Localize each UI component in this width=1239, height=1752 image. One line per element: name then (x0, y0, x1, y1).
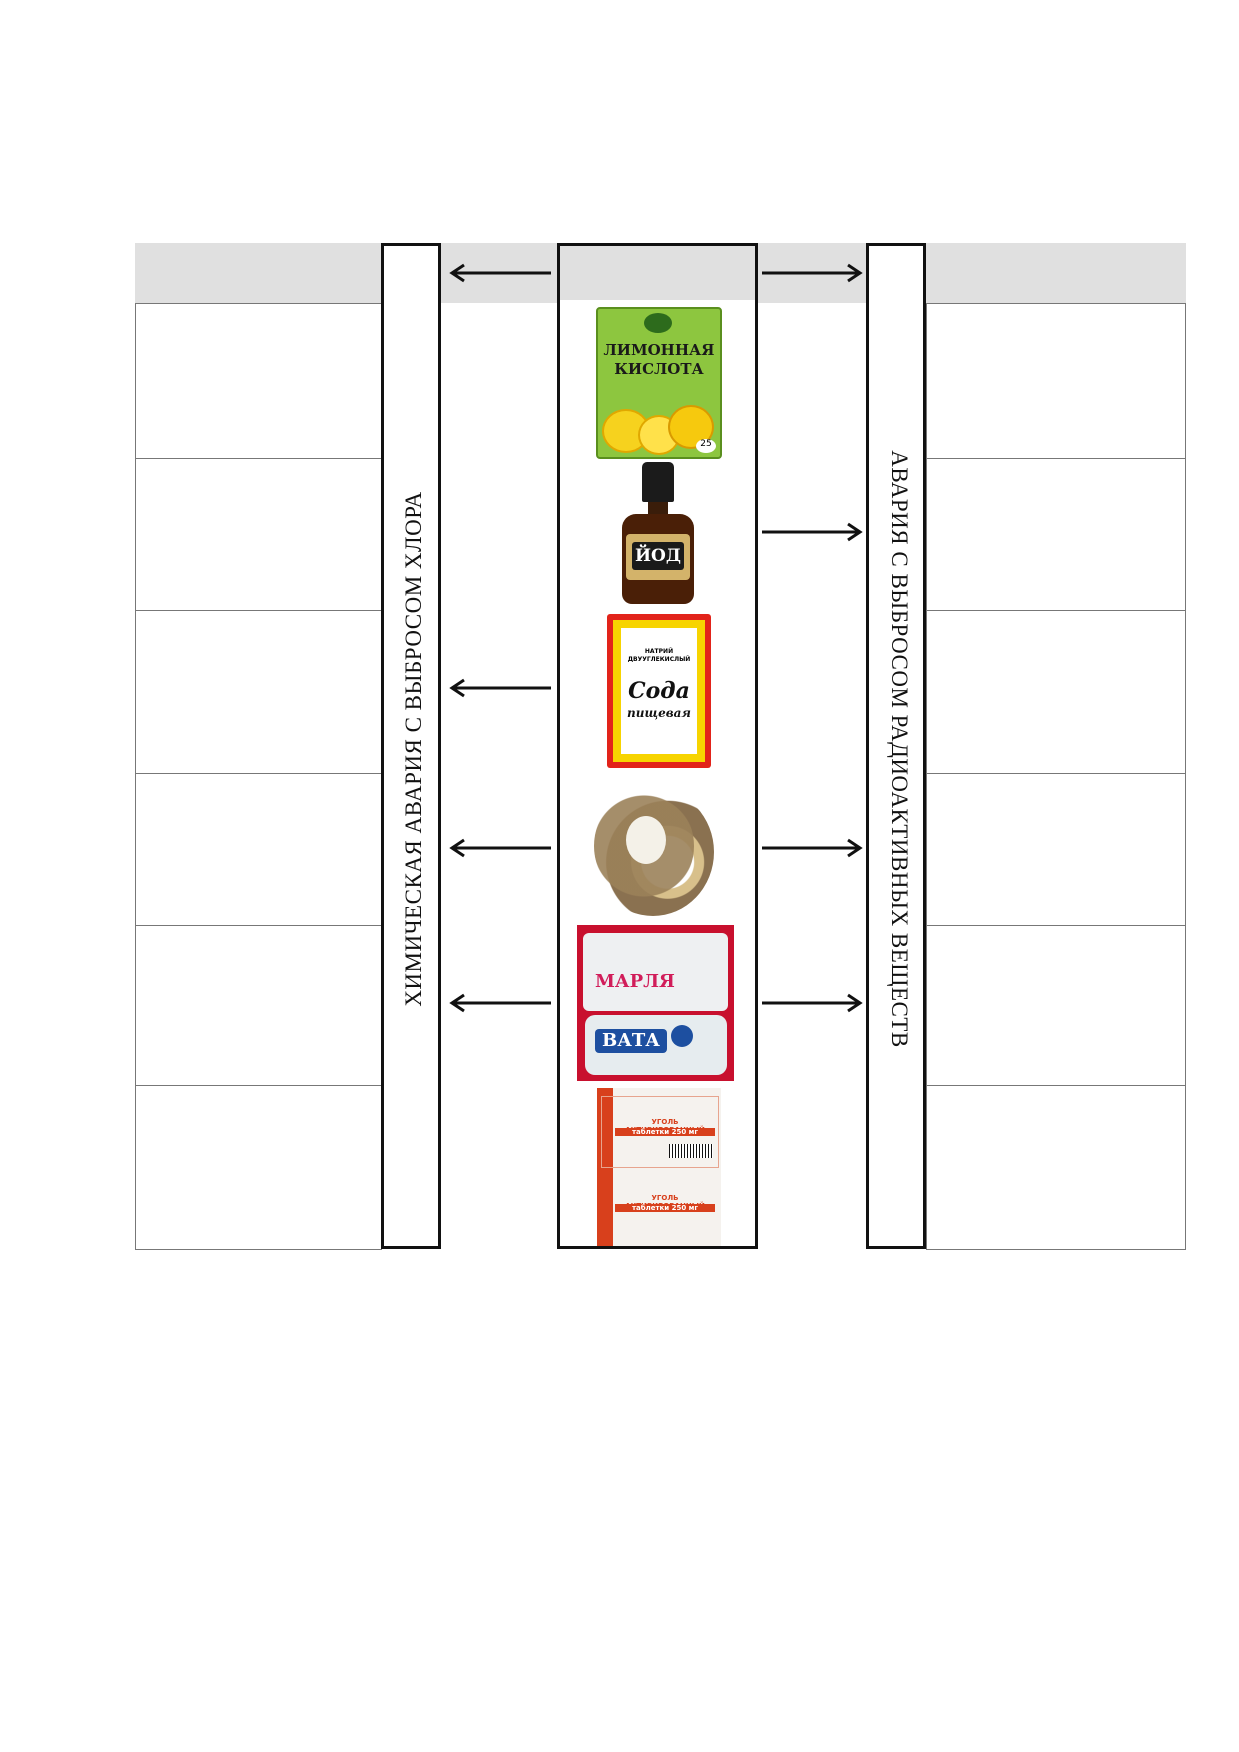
activated-charcoal-strip: УГОЛЬ АКТИВИРОВАННЫЙ таблетки 250 мг УГО… (597, 1088, 721, 1246)
soda-top-1: НАТРИЙ (644, 648, 674, 655)
left-arrow (449, 678, 551, 698)
left-answer-cell (135, 458, 382, 611)
left-title-box: ХИМИЧЕСКАЯ АВАРИЯ С ВЫБРОСОМ ХЛОРА (381, 243, 441, 1249)
charcoal-label-4: таблетки 250 мг (615, 1204, 715, 1212)
right-answer-cell (926, 610, 1186, 774)
right-answer-cell (926, 925, 1186, 1086)
right-arrow (762, 522, 863, 542)
soda-label-2: пищевая (627, 706, 691, 720)
soda-top-2: ДВУУГЛЕКИСЛЫЙ (627, 656, 691, 663)
left-answer-cell (135, 1085, 382, 1250)
right-arrow (762, 838, 863, 858)
charcoal-label-2: таблетки 250 мг (615, 1128, 715, 1136)
iodine-bottle: ЙОД (620, 462, 696, 606)
right-answer-cell (926, 1085, 1186, 1250)
left-answer-cell (135, 773, 382, 926)
cotton-label: ВАТА (595, 1029, 667, 1053)
citric-acid-pack: ЛИМОННАЯ КИСЛОТА 25 (596, 307, 722, 459)
iodine-label: ЙОД (632, 542, 684, 570)
citric-acid-label-2: КИСЛОТА (614, 360, 704, 378)
gauze-cotton-pack: МАРЛЯ ВАТА (577, 925, 734, 1081)
right-vertical-title: АВАРИЯ С ВЫБРОСОМ РАДИОАКТИВНЫХ ВЕЩЕСТВ (887, 450, 912, 1048)
right-answer-cell (926, 303, 1186, 459)
soda-box: НАТРИЙ ДВУУГЛЕКИСЛЫЙ Сода пищевая (607, 614, 711, 768)
citric-acid-label-1: ЛИМОННАЯ (603, 341, 715, 359)
header-band-mid-left (440, 243, 557, 303)
left-arrow (449, 838, 551, 858)
right-title-box: АВАРИЯ С ВЫБРОСОМ РАДИОАКТИВНЫХ ВЕЩЕСТВ (866, 243, 926, 1249)
right-answer-cell (926, 458, 1186, 611)
left-vertical-title: ХИМИЧЕСКАЯ АВАРИЯ С ВЫБРОСОМ ХЛОРА (401, 491, 426, 1007)
left-arrow (449, 993, 551, 1013)
left-answer-cell (135, 303, 382, 459)
right-arrow (762, 993, 863, 1013)
header-band-center (557, 243, 758, 303)
citric-acid-weight: 25 (696, 439, 716, 453)
header-band-right (926, 243, 1186, 303)
left-answer-cell (135, 925, 382, 1086)
right-answer-cell (926, 773, 1186, 926)
packing-tape (588, 778, 724, 926)
gauze-label: МАРЛЯ (595, 971, 675, 992)
header-band-mid-right (758, 243, 866, 303)
soda-label-1: Сода (628, 678, 690, 704)
left-answer-cell (135, 610, 382, 774)
header-band-left (135, 243, 382, 303)
